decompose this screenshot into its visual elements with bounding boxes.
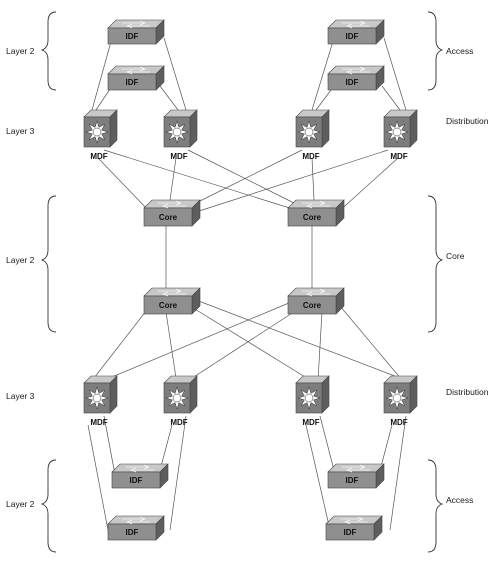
link <box>335 157 399 215</box>
link <box>389 415 407 531</box>
brace-top-layer2 <box>40 11 57 91</box>
device-label: MDF <box>90 418 107 427</box>
link <box>185 307 301 383</box>
label-bot-access: Access <box>446 495 473 505</box>
brace-bot-access <box>427 459 444 553</box>
right-tier-labels: Access Distribution Core Distribution Ac… <box>446 46 489 505</box>
link <box>195 299 401 379</box>
idf-switch-bottom-left-2: IDF <box>107 515 165 541</box>
mdf-router-bottom-4: MDF <box>383 375 418 427</box>
device-label: IDF <box>346 476 359 485</box>
link <box>165 311 177 379</box>
label-top-access: Access <box>446 46 473 56</box>
device-label: IDF <box>344 528 357 537</box>
device-label: IDF <box>126 528 139 537</box>
link <box>189 305 311 381</box>
idf-switch-top-left-2: IDF <box>107 65 165 91</box>
device-label: MDF <box>390 152 407 161</box>
mdf-router-top-1: MDF <box>83 109 118 161</box>
label-top-distribution: Distribution <box>446 116 489 126</box>
label-core: Core <box>446 251 465 261</box>
device-label: MDF <box>170 418 187 427</box>
mdf-router-top-2: MDF <box>163 109 198 161</box>
device-label: Core <box>159 301 178 310</box>
core-switch-bottom-left: Core <box>143 287 201 315</box>
link <box>383 37 407 111</box>
device-label: Core <box>303 301 322 310</box>
link <box>159 85 179 111</box>
device-label: IDF <box>130 476 143 485</box>
brace-core <box>427 195 444 333</box>
label-top-layer2: Layer 2 <box>6 46 35 56</box>
idf-switch-bottom-right-1: IDF <box>327 463 385 489</box>
link <box>187 149 297 205</box>
mdf-router-bottom-1: MDF <box>83 375 118 427</box>
link <box>189 149 303 207</box>
link <box>103 149 297 211</box>
core-switch-bottom-right: Core <box>287 287 345 315</box>
core-switch-top-left: Core <box>143 199 201 227</box>
link <box>93 305 151 379</box>
left-layer-labels: Layer 2 Layer 3 Layer 2 Layer 3 Layer 2 <box>6 46 35 509</box>
device-label: MDF <box>302 418 319 427</box>
device-label: IDF <box>126 32 139 41</box>
device-label: Core <box>159 213 178 222</box>
link <box>305 424 331 531</box>
device-label: MDF <box>302 152 319 161</box>
link <box>381 85 401 111</box>
label-mid-layer2: Layer 2 <box>6 255 35 265</box>
label-bot-distribution: Distribution <box>446 387 489 397</box>
link <box>339 305 403 381</box>
mdf-router-bottom-3: MDF <box>295 375 330 427</box>
right-braces <box>427 11 444 553</box>
idf-switch-top-right-1: IDF <box>327 19 385 45</box>
device-label: IDF <box>126 78 139 87</box>
core-switch-top-right: Core <box>287 199 345 227</box>
link <box>97 157 151 213</box>
label-top-layer3: Layer 3 <box>6 126 35 136</box>
idf-switch-bottom-left-1: IDF <box>111 463 169 489</box>
mdf-router-top-3: MDF <box>295 109 330 161</box>
device-label: MDF <box>90 152 107 161</box>
link <box>103 415 117 481</box>
brace-bot-layer2 <box>40 459 57 553</box>
link <box>169 157 177 201</box>
link <box>91 37 113 111</box>
device-label: IDF <box>346 78 359 87</box>
link <box>311 37 335 111</box>
device-label: MDF <box>170 152 187 161</box>
connection-links <box>87 37 407 531</box>
link <box>195 149 389 213</box>
label-bot-layer3: Layer 3 <box>6 391 35 401</box>
link <box>317 311 323 381</box>
left-braces <box>40 11 57 553</box>
link <box>99 299 297 383</box>
device-label: Core <box>303 213 322 222</box>
idf-switch-top-right-2: IDF <box>327 65 385 91</box>
link <box>87 424 109 531</box>
link <box>163 37 187 111</box>
device-label: MDF <box>390 418 407 427</box>
brace-mid-layer2 <box>40 195 57 333</box>
link <box>169 415 187 531</box>
mdf-router-top-4: MDF <box>383 109 418 161</box>
brace-top-access <box>427 11 444 91</box>
label-bot-layer2: Layer 2 <box>6 499 35 509</box>
device-label: IDF <box>346 32 359 41</box>
link <box>311 157 315 201</box>
mdf-router-bottom-2: MDF <box>163 375 198 427</box>
idf-switch-top-left-1: IDF <box>107 19 165 45</box>
idf-switch-bottom-right-2: IDF <box>325 515 383 541</box>
